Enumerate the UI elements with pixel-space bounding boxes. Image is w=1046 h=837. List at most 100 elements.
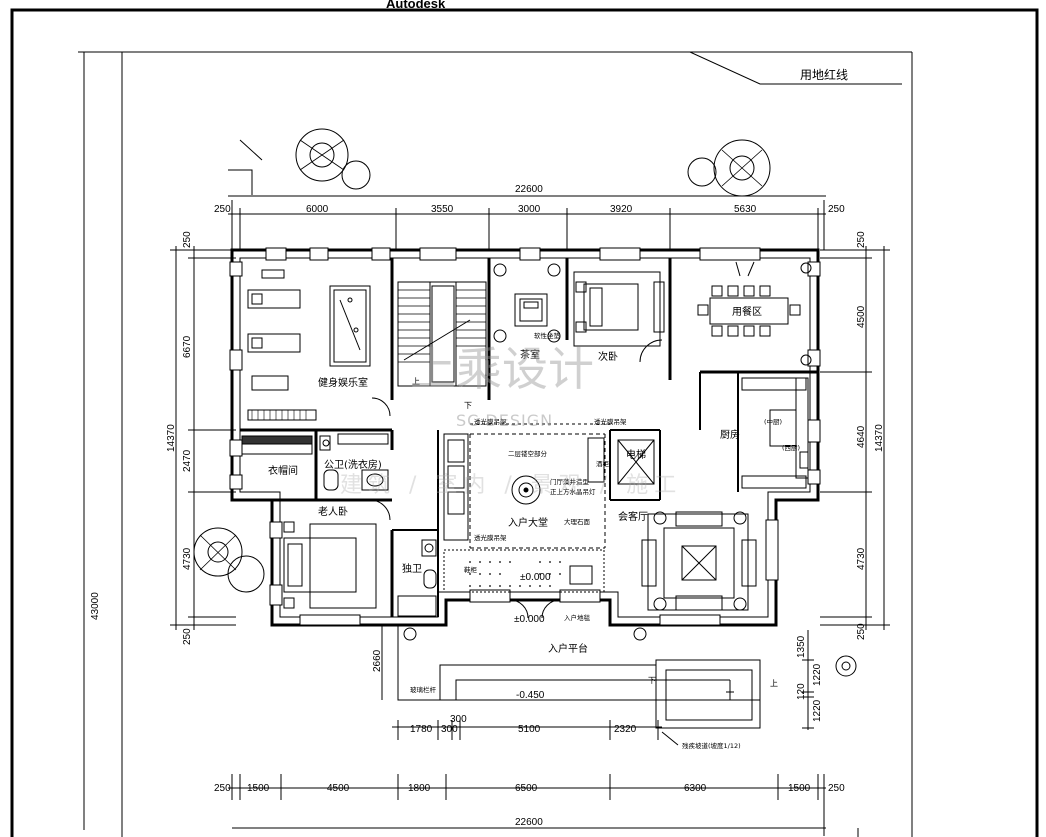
tea-mat-label: 软性坐垫 — [534, 331, 561, 340]
windows — [229, 247, 821, 626]
room-guest-hall: 会客厅 — [618, 510, 648, 523]
room-kitchen: 厨房 — [720, 428, 740, 441]
dim-bottom-total: 22600 — [515, 817, 543, 828]
room-elevator: 电梯 — [626, 448, 646, 461]
dim-2660: 2660 — [372, 649, 383, 672]
dining-table — [697, 261, 812, 366]
elev-lobby: ±0.000 — [520, 572, 551, 583]
room-lobby: 入户大堂 — [508, 516, 548, 529]
kitchen-west-label: (西厨) — [782, 444, 800, 452]
dim-top-segments: 250 6000 3550 3000 3920 5630 250 — [214, 204, 845, 215]
svg-text:1800: 1800 — [408, 783, 431, 794]
svg-text:4500: 4500 — [856, 305, 867, 328]
light-strip-3: 透光膜吊架 — [474, 533, 507, 542]
svg-text:4730: 4730 — [182, 547, 193, 570]
dim-left-segments: 250 6670 14370 2470 4730 250 — [166, 231, 193, 645]
room-gym: 健身娱乐室 — [318, 376, 368, 389]
room-public-wc: 公卫(洗衣房) — [324, 458, 382, 471]
watermark-services: 建筑 / 室内 / 景观 / 施工 — [340, 473, 682, 498]
light-strip-1: 透光膜吊架 — [474, 417, 507, 426]
svg-text:1350: 1350 — [796, 635, 807, 658]
second-bedroom-bed — [573, 271, 665, 363]
watermark-brand: 上乘设计 — [410, 342, 594, 396]
svg-text:2470: 2470 — [182, 449, 193, 472]
svg-text:250: 250 — [828, 783, 845, 794]
tea-table — [493, 263, 561, 343]
private-wc-fixtures — [397, 539, 437, 617]
site-line-label: 用地红线 — [800, 67, 848, 82]
marble-label: 大理石面 — [564, 517, 591, 526]
svg-text:6500: 6500 — [515, 783, 538, 794]
kitchen-counters — [741, 377, 809, 489]
elder-bedroom-bed — [283, 499, 391, 609]
svg-text:1500: 1500 — [788, 783, 811, 794]
svg-text:5100: 5100 — [518, 724, 541, 735]
svg-text:120: 120 — [796, 683, 807, 700]
room-private-wc: 独卫 — [402, 562, 422, 575]
app-title: Autodesk — [386, 0, 446, 11]
entry-platform — [397, 599, 761, 729]
room-elder-bedroom: 老人卧 — [318, 505, 348, 518]
room-closet: 衣帽间 — [268, 464, 298, 477]
gym-equipment — [247, 269, 391, 421]
tree-detail — [199, 139, 763, 571]
kitchen-mid-label: (中厨) — [764, 417, 782, 426]
ramp-label: 残疾坡道(坡度1/12) — [682, 741, 741, 750]
room-second-bedroom: 次卧 — [598, 350, 618, 363]
svg-text:1220: 1220 — [812, 699, 823, 722]
dim-entry-segments: 1780 300 300 5100 2320 — [410, 714, 637, 735]
svg-text:250: 250 — [214, 783, 231, 794]
room-dining: 用餐区 — [732, 305, 762, 318]
dim-bottom-segments: 250 1500 4500 1800 6500 6300 1500 250 — [214, 783, 845, 794]
svg-text:250: 250 — [182, 628, 193, 645]
room-tea: 茶室 — [520, 348, 540, 361]
svg-text:3000: 3000 — [518, 204, 541, 215]
svg-text:14370: 14370 — [166, 424, 177, 452]
svg-text:2320: 2320 — [614, 724, 637, 735]
svg-text:250: 250 — [856, 623, 867, 640]
svg-text:3550: 3550 — [431, 204, 454, 215]
ramp-down-label: 下 — [648, 676, 656, 685]
svg-text:250: 250 — [182, 231, 193, 248]
ramp-up-label: 上 — [770, 679, 778, 688]
stair-up-label: 上 — [412, 377, 420, 386]
svg-text:1500: 1500 — [247, 783, 270, 794]
elev-entry: ±0.000 — [514, 614, 545, 625]
svg-text:6670: 6670 — [182, 335, 193, 358]
lobby-pattern — [469, 561, 561, 587]
plant-icons — [403, 627, 857, 677]
svg-text:14370: 14370 — [874, 424, 885, 452]
elevator-shaft — [617, 439, 655, 485]
svg-text:4500: 4500 — [327, 783, 350, 794]
walls — [230, 248, 820, 627]
dim-right-segments: 250 4500 4640 14370 4730 250 1350 1220 1… — [796, 231, 885, 722]
svg-text:250: 250 — [856, 231, 867, 248]
hall-note-2: 正上方水晶吊灯 — [550, 487, 596, 496]
closet-furniture — [241, 433, 389, 491]
svg-text:300: 300 — [450, 714, 467, 725]
svg-text:6300: 6300 — [684, 783, 707, 794]
svg-text:1780: 1780 — [410, 724, 433, 735]
entry-rug-label: 入户地毯 — [564, 613, 591, 622]
watermark: 上乘设计 SC DESIGN 建筑 / 室内 / 景观 / 施工 — [340, 342, 682, 498]
room-entry-platform: 入户平台 — [548, 642, 588, 655]
svg-text:4640: 4640 — [856, 425, 867, 448]
glass-rail-label: 玻璃栏杆 — [410, 685, 437, 694]
svg-text:250: 250 — [214, 204, 231, 215]
svg-text:300: 300 — [441, 724, 458, 735]
hall-note-1: 门厅藻井造型 — [550, 477, 590, 486]
sheet-border — [10, 8, 1039, 837]
dim-top-total: 22600 — [515, 184, 543, 195]
second-floor-void: 二层镂空部分 — [508, 449, 548, 458]
svg-text:4730: 4730 — [856, 547, 867, 570]
svg-text:250: 250 — [828, 204, 845, 215]
svg-text:5630: 5630 — [734, 204, 757, 215]
guest-hall-furniture — [641, 511, 757, 611]
stair-down-label: 下 — [464, 401, 472, 410]
tree-icons — [193, 128, 771, 593]
lobby-area — [443, 423, 610, 593]
dim-left-total: 43000 — [90, 592, 101, 620]
watermark-brand-en: SC DESIGN — [456, 411, 553, 430]
wine-cabinet-label: 酒柜 — [596, 459, 610, 468]
staircase — [397, 281, 487, 387]
